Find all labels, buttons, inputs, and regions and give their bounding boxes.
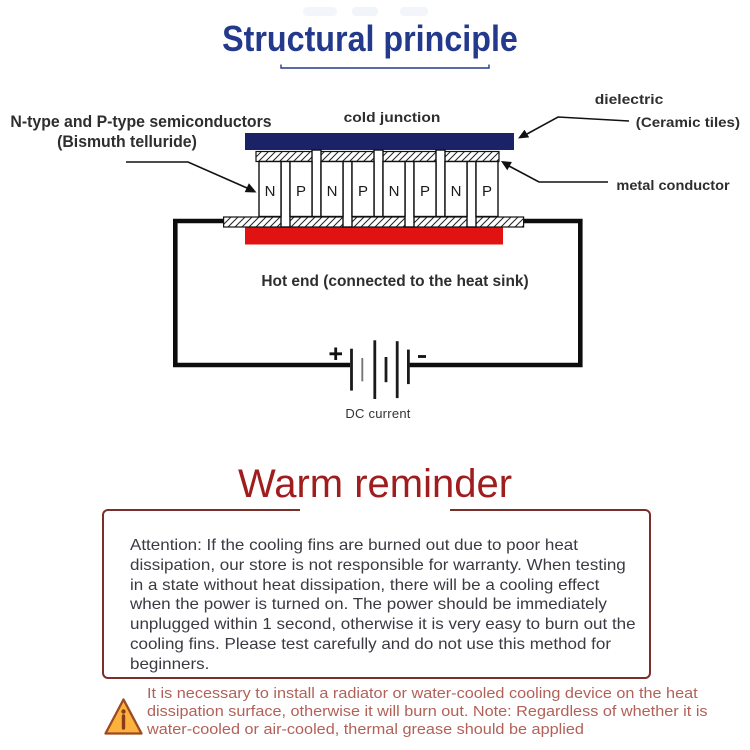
- svg-text:N: N: [265, 183, 276, 200]
- svg-text:P: P: [296, 183, 306, 200]
- svg-text:P: P: [482, 183, 492, 200]
- svg-text:P: P: [358, 183, 368, 200]
- svg-text:N: N: [389, 183, 400, 200]
- svg-text:P: P: [420, 183, 430, 200]
- svg-text:N: N: [327, 183, 338, 200]
- svg-text:N: N: [451, 183, 462, 200]
